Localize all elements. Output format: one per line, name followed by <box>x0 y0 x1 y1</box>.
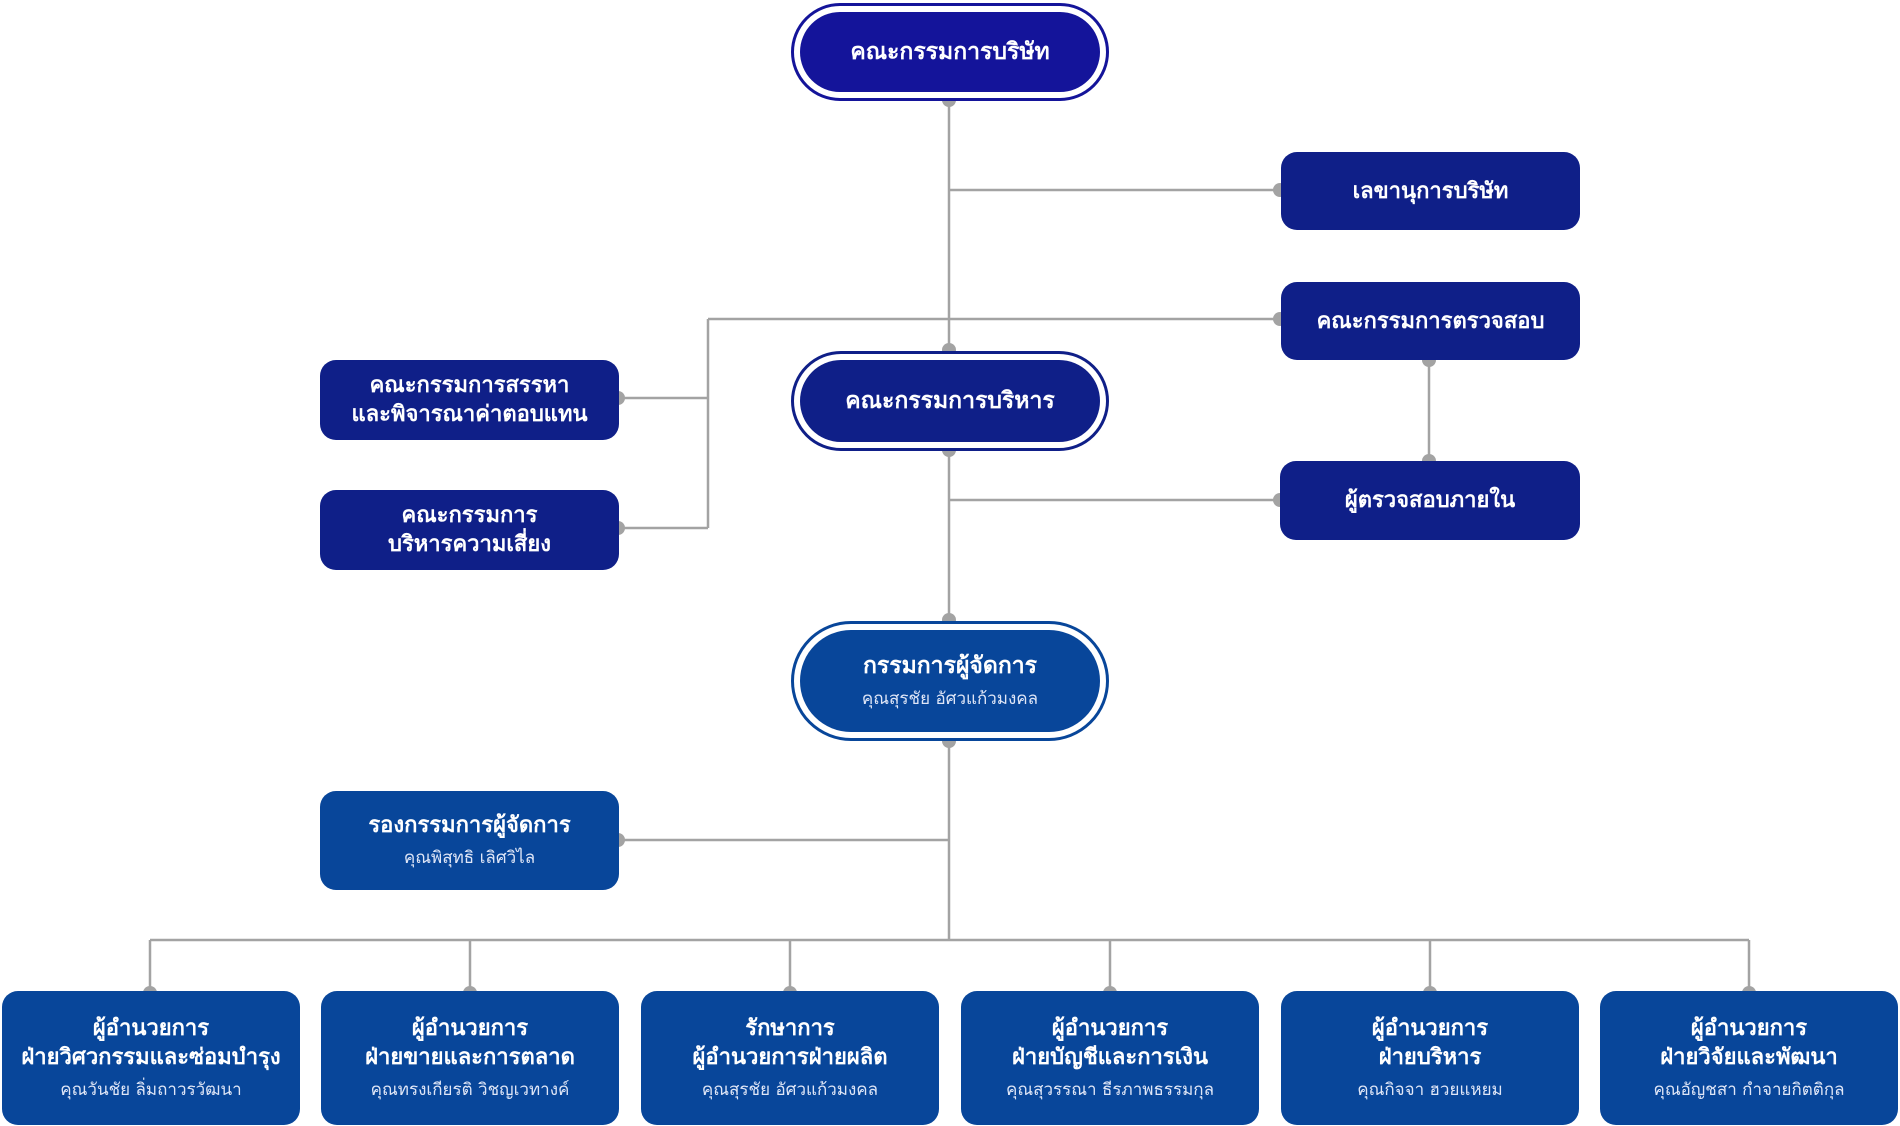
department-line1: ผู้อำนวยการ <box>411 1016 529 1041</box>
nomination-committee-line1: คณะกรรมการสรรหา <box>369 373 570 398</box>
department-title: ผู้อำนวยการ ฝ่ายวิจัยและพัฒนา <box>1660 1014 1838 1072</box>
department-line1: ผู้อำนวยการ <box>1690 1016 1808 1041</box>
risk-committee-line1: คณะกรรมการ <box>401 503 538 528</box>
department-head-name: คุณอัญชสา กำจายกิตติกุล <box>1653 1080 1845 1100</box>
deputy-md-name: คุณพิสุทธิ เลิศวิไล <box>403 848 536 868</box>
managing-director-title: กรรมการผู้จัดการ <box>862 652 1038 679</box>
executive-committee-node[interactable]: คณะกรรมการบริหาร <box>800 360 1100 442</box>
board-node[interactable]: คณะกรรมการบริษัท <box>800 12 1100 92</box>
department-line2: ฝ่ายบัญชีและการเงิน <box>1011 1045 1209 1070</box>
department-node-administration[interactable]: ผู้อำนวยการ ฝ่ายบริหาร คุณกิจจา ฮวยแหยม <box>1281 991 1579 1125</box>
department-node-engineering[interactable]: ผู้อำนวยการ ฝ่ายวิศวกรรมและซ่อมบำรุง คุณ… <box>2 991 300 1125</box>
department-title: ผู้อำนวยการ ฝ่ายขายและการตลาด <box>365 1014 575 1072</box>
executive-committee-title: คณะกรรมการบริหาร <box>845 387 1055 414</box>
department-line2: ฝ่ายวิจัยและพัฒนา <box>1660 1045 1838 1070</box>
department-node-accounting[interactable]: ผู้อำนวยการ ฝ่ายบัญชีและการเงิน คุณสุวรร… <box>961 991 1259 1125</box>
internal-auditor-title: ผู้ตรวจสอบภายใน <box>1344 488 1516 513</box>
department-head-name: คุณวันชัย ลิ่มถาวรวัฒนา <box>60 1080 242 1100</box>
department-line2: ฝ่ายวิศวกรรมและซ่อมบำรุง <box>21 1045 281 1070</box>
department-head-name: คุณกิจจา ฮวยแหยม <box>1357 1080 1503 1100</box>
nomination-committee-node[interactable]: คณะกรรมการสรรหา และพิจารณาค่าตอบแทน <box>320 360 619 440</box>
nomination-committee-title: คณะกรรมการสรรหา และพิจารณาค่าตอบแทน <box>351 371 587 429</box>
department-line1: ผู้อำนวยการ <box>1371 1016 1489 1041</box>
risk-committee-line2: บริหารความเสี่ยง <box>388 532 551 557</box>
risk-committee-node[interactable]: คณะกรรมการ บริหารความเสี่ยง <box>320 490 619 570</box>
department-title: ผู้อำนวยการ ฝ่ายบัญชีและการเงิน <box>1012 1014 1208 1072</box>
audit-committee-title: คณะกรรมการตรวจสอบ <box>1316 308 1545 334</box>
department-line1: รักษาการ <box>745 1016 835 1041</box>
department-line2: ฝ่ายบริหาร <box>1378 1045 1482 1070</box>
internal-auditor-node[interactable]: ผู้ตรวจสอบภายใน <box>1280 461 1580 540</box>
risk-committee-title: คณะกรรมการ บริหารความเสี่ยง <box>388 501 551 559</box>
department-title: รักษาการ ผู้อำนวยการฝ่ายผลิต <box>692 1014 887 1072</box>
deputy-md-title: รองกรรมการผู้จัดการ <box>368 813 571 838</box>
department-line2: ผู้อำนวยการฝ่ายผลิต <box>692 1045 888 1070</box>
department-line1: ผู้อำนวยการ <box>1051 1016 1169 1041</box>
department-line2: ฝ่ายขายและการตลาด <box>365 1045 575 1070</box>
audit-committee-node[interactable]: คณะกรรมการตรวจสอบ <box>1281 282 1580 360</box>
department-head-name: คุณสุรชัย อัศวแก้วมงคล <box>701 1080 879 1100</box>
nomination-committee-line2: และพิจารณาค่าตอบแทน <box>351 402 588 427</box>
board-title: คณะกรรมการบริษัท <box>850 38 1050 65</box>
deputy-md-node[interactable]: รองกรรมการผู้จัดการ คุณพิสุทธิ เลิศวิไล <box>320 791 619 890</box>
managing-director-name: คุณสุรชัย อัศวแก้วมงคล <box>861 688 1039 709</box>
department-title: ผู้อำนวยการ ฝ่ายบริหาร <box>1372 1014 1488 1072</box>
company-secretary-title: เลขานุการบริษัท <box>1352 178 1509 204</box>
department-node-research[interactable]: ผู้อำนวยการ ฝ่ายวิจัยและพัฒนา คุณอัญชสา … <box>1600 991 1898 1125</box>
department-node-production[interactable]: รักษาการ ผู้อำนวยการฝ่ายผลิต คุณสุรชัย อ… <box>641 991 939 1125</box>
department-head-name: คุณทรงเกียรติ วิชญเวทางค์ <box>370 1080 570 1100</box>
managing-director-node[interactable]: กรรมการผู้จัดการ คุณสุรชัย อัศวแก้วมงคล <box>800 630 1100 732</box>
department-line1: ผู้อำนวยการ <box>92 1016 210 1041</box>
department-node-sales[interactable]: ผู้อำนวยการ ฝ่ายขายและการตลาด คุณทรงเกีย… <box>321 991 619 1125</box>
department-title: ผู้อำนวยการ ฝ่ายวิศวกรรมและซ่อมบำรุง <box>21 1014 280 1072</box>
department-head-name: คุณสุวรรณา ธีรภาพธรรมกุล <box>1005 1080 1215 1100</box>
company-secretary-node[interactable]: เลขานุการบริษัท <box>1281 152 1580 230</box>
